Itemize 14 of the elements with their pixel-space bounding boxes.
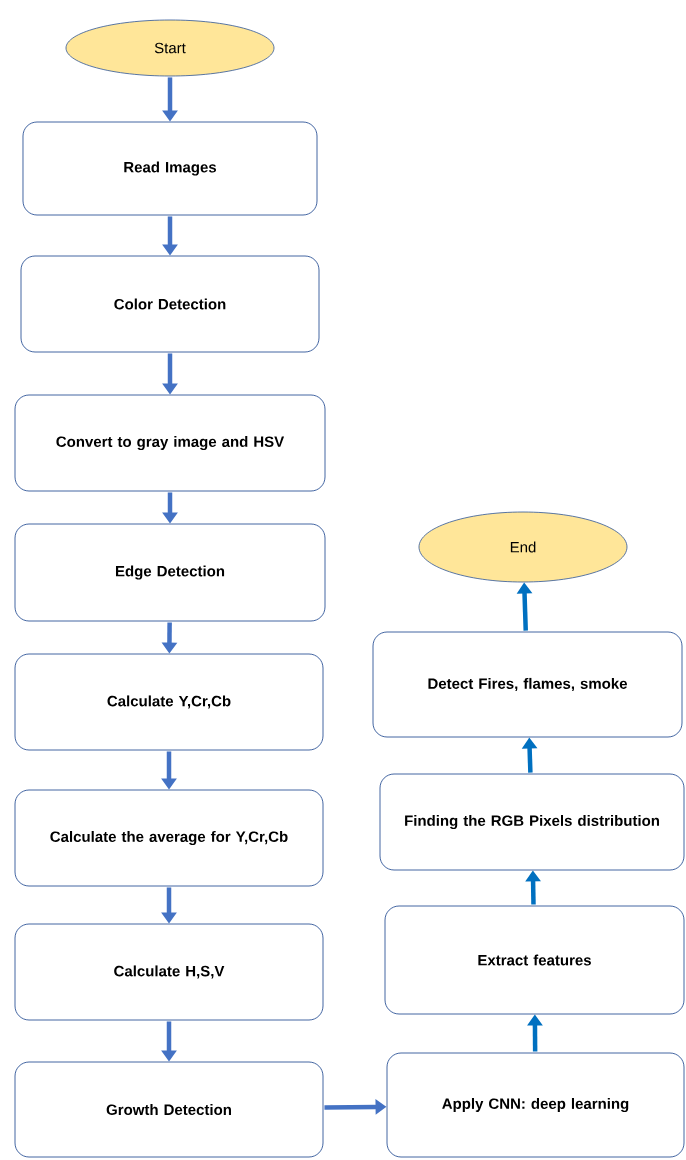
process-box: Read Images [22, 121, 318, 216]
process-box: Extract features [384, 905, 685, 1015]
process-box: Finding the RGB Pixels distribution [379, 773, 685, 871]
process-box: Calculate H,S,V [14, 923, 324, 1021]
terminal-oval: End [418, 511, 628, 583]
process-box: Convert to gray image and HSV [14, 394, 326, 492]
process-box: Color Detection [20, 255, 320, 353]
process-box: Growth Detection [14, 1061, 324, 1158]
process-box: Calculate Y,Cr,Cb [14, 653, 324, 751]
terminal-oval: Start [65, 19, 275, 77]
process-box: Calculate the average for Y,Cr,Cb [14, 789, 324, 887]
process-box: Detect Fires, flames, smoke [372, 631, 683, 738]
process-box: Apply CNN: deep learning [386, 1052, 685, 1158]
process-box: Edge Detection [14, 523, 326, 622]
